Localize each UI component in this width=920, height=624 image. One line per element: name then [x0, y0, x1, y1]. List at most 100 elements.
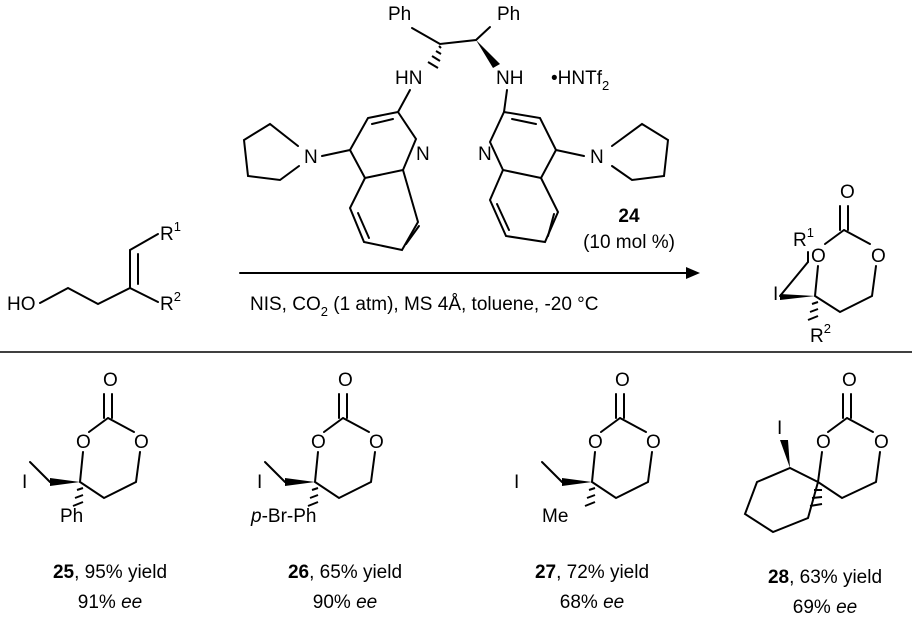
example-25-ring-o1: O: [76, 432, 91, 453]
example-27-iodo: I: [514, 472, 519, 493]
example-27-ring-o1: O: [588, 432, 603, 453]
example-26-ring-o1: O: [311, 432, 326, 453]
example-28-ee-value: 69%: [792, 597, 837, 618]
example-26-iodo: I: [257, 472, 262, 493]
substrate-chain: [39, 286, 131, 306]
example-26-number: 26: [287, 562, 310, 583]
pyrrolidine-left-link: [321, 149, 351, 157]
quinoline-right-benzo: [488, 169, 560, 244]
product-structure: O O O I R1 R2: [773, 182, 886, 347]
quinoline-left-n: N: [416, 144, 430, 165]
substrate-ho: HO: [7, 294, 36, 315]
example-25-ee-line: 91% ee: [20, 592, 200, 614]
quinoline-right-n: N: [478, 144, 492, 165]
catalyst-nh-link-left: [397, 89, 411, 113]
example-28-carbonyl-o: O: [842, 370, 857, 391]
catalyst-nh-left: HN: [395, 68, 422, 89]
example-26-structure: O O O I p-Br-Ph: [250, 370, 384, 527]
example-27-substituent: Me: [542, 506, 568, 527]
product-hashed-bond: [807, 301, 819, 321]
pyrrolidine-left-ring: [242, 122, 300, 182]
example-28-yield: , 63% yield: [789, 567, 883, 588]
example-27-ee-value: 68%: [559, 592, 604, 613]
catalyst-nh-right: NH: [496, 68, 523, 89]
catalyst-salt: •HNTf2: [551, 68, 609, 93]
example-25-structure: O O O I Ph: [22, 370, 149, 527]
reaction-arrow: [239, 267, 700, 279]
example-28-ring-o1: O: [816, 432, 831, 453]
reaction-conditions: NIS, CO2 (1 atm), MS 4Å, toluene, -20 °C: [250, 294, 599, 319]
example-27-yield: , 72% yield: [556, 562, 650, 583]
example-28-iodo: I: [777, 418, 782, 439]
catalyst-phenyl-right: Ph: [497, 4, 520, 25]
arrow-head: [686, 267, 700, 279]
example-27-caption: 27, 72% yield 68% ee: [502, 562, 682, 614]
quinoline-left-double-3: [405, 225, 420, 245]
catalyst-loading: (10 mol %): [583, 232, 675, 253]
example-28-cyclohexane: [743, 466, 819, 534]
example-28-ee-line: 69% ee: [735, 597, 915, 619]
pyrrolidine-left-n: N: [304, 147, 318, 168]
example-26-yield-line: 26, 65% yield: [255, 562, 435, 584]
example-25-ee-unit: ee: [121, 592, 143, 613]
catalyst-phenyl-left: Ph: [388, 4, 411, 25]
quinoline-right-double-3: [547, 213, 555, 237]
catalyst-label: 24 (10 mol %): [574, 206, 684, 254]
product-carbonate-bonds: [824, 229, 871, 245]
example-28-ee-unit: ee: [836, 597, 858, 618]
example-27-structure: O O O I Me: [514, 370, 661, 527]
catalyst-structure: Ph Ph HN NH •HNTf2 N N: [242, 4, 670, 252]
example-28-number: 28: [767, 567, 790, 588]
example-25-iodo: I: [22, 472, 27, 493]
pyrrolidine-right-link: [555, 149, 585, 157]
example-25-substituent: Ph: [60, 506, 83, 527]
example-27-ee-unit: ee: [603, 592, 625, 613]
product-ring-o2: O: [871, 246, 886, 267]
example-28-caption: 28, 63% yield 69% ee: [735, 567, 915, 619]
example-25-ring-o2: O: [134, 432, 149, 453]
example-26-ee-line: 90% ee: [255, 592, 435, 614]
product-r2: R2: [810, 321, 831, 347]
example-25-yield-line: 25, 95% yield: [20, 562, 200, 584]
quinoline-left-double-1: [371, 118, 394, 125]
example-26-ee-value: 90%: [312, 592, 357, 613]
example-25-carbonyl-o: O: [103, 370, 118, 391]
example-26-ring-o2: O: [369, 432, 384, 453]
example-27-yield-line: 27, 72% yield: [502, 562, 682, 584]
example-27-ee-line: 68% ee: [502, 592, 682, 614]
substrate-structure: HO R1 R2: [7, 219, 181, 315]
product-ring: [813, 265, 877, 314]
example-26-ee-unit: ee: [356, 592, 378, 613]
example-26-carbonyl-o: O: [338, 370, 353, 391]
quinoline-right-double-1: [511, 118, 537, 125]
quinoline-right-double-2: [496, 203, 510, 231]
quinoline-left-double-2: [357, 212, 370, 239]
example-26-caption: 26, 65% yield 90% ee: [255, 562, 435, 614]
example-27-number: 27: [534, 562, 557, 583]
example-28-structure: O O O I: [743, 370, 889, 534]
pyrrolidine-right-n: N: [590, 147, 604, 168]
substrate-r1-bond: [129, 233, 159, 251]
example-28-ring-o2: O: [874, 432, 889, 453]
product-wedge: [780, 294, 815, 300]
substrate-r2-bond: [129, 287, 159, 303]
catalyst-hashed-bond: [427, 45, 442, 69]
catalyst-nh-link-right: [503, 89, 508, 113]
example-27-carbonyl-o: O: [615, 370, 630, 391]
product-ch-bond: [779, 261, 809, 297]
example-25-caption: 25, 95% yield 91% ee: [20, 562, 200, 614]
substrate-r2: R2: [160, 289, 181, 315]
example-26-substituent: p-Br-Ph: [250, 506, 316, 527]
pyrrolidine-right-ring: [611, 122, 670, 182]
quinoline-left-benzo: [348, 169, 420, 252]
example-25-yield: , 95% yield: [74, 562, 168, 583]
example-28-yield-line: 28, 63% yield: [735, 567, 915, 589]
product-carbonyl-o: O: [840, 182, 855, 203]
example-25-number: 25: [52, 562, 75, 583]
catalyst-wedge-bond: [476, 40, 500, 68]
product-ring-o1: O: [811, 246, 826, 267]
example-25-ee-value: 91%: [77, 592, 122, 613]
catalyst-number: 24: [618, 206, 640, 227]
catalyst-backbone: [411, 26, 491, 46]
